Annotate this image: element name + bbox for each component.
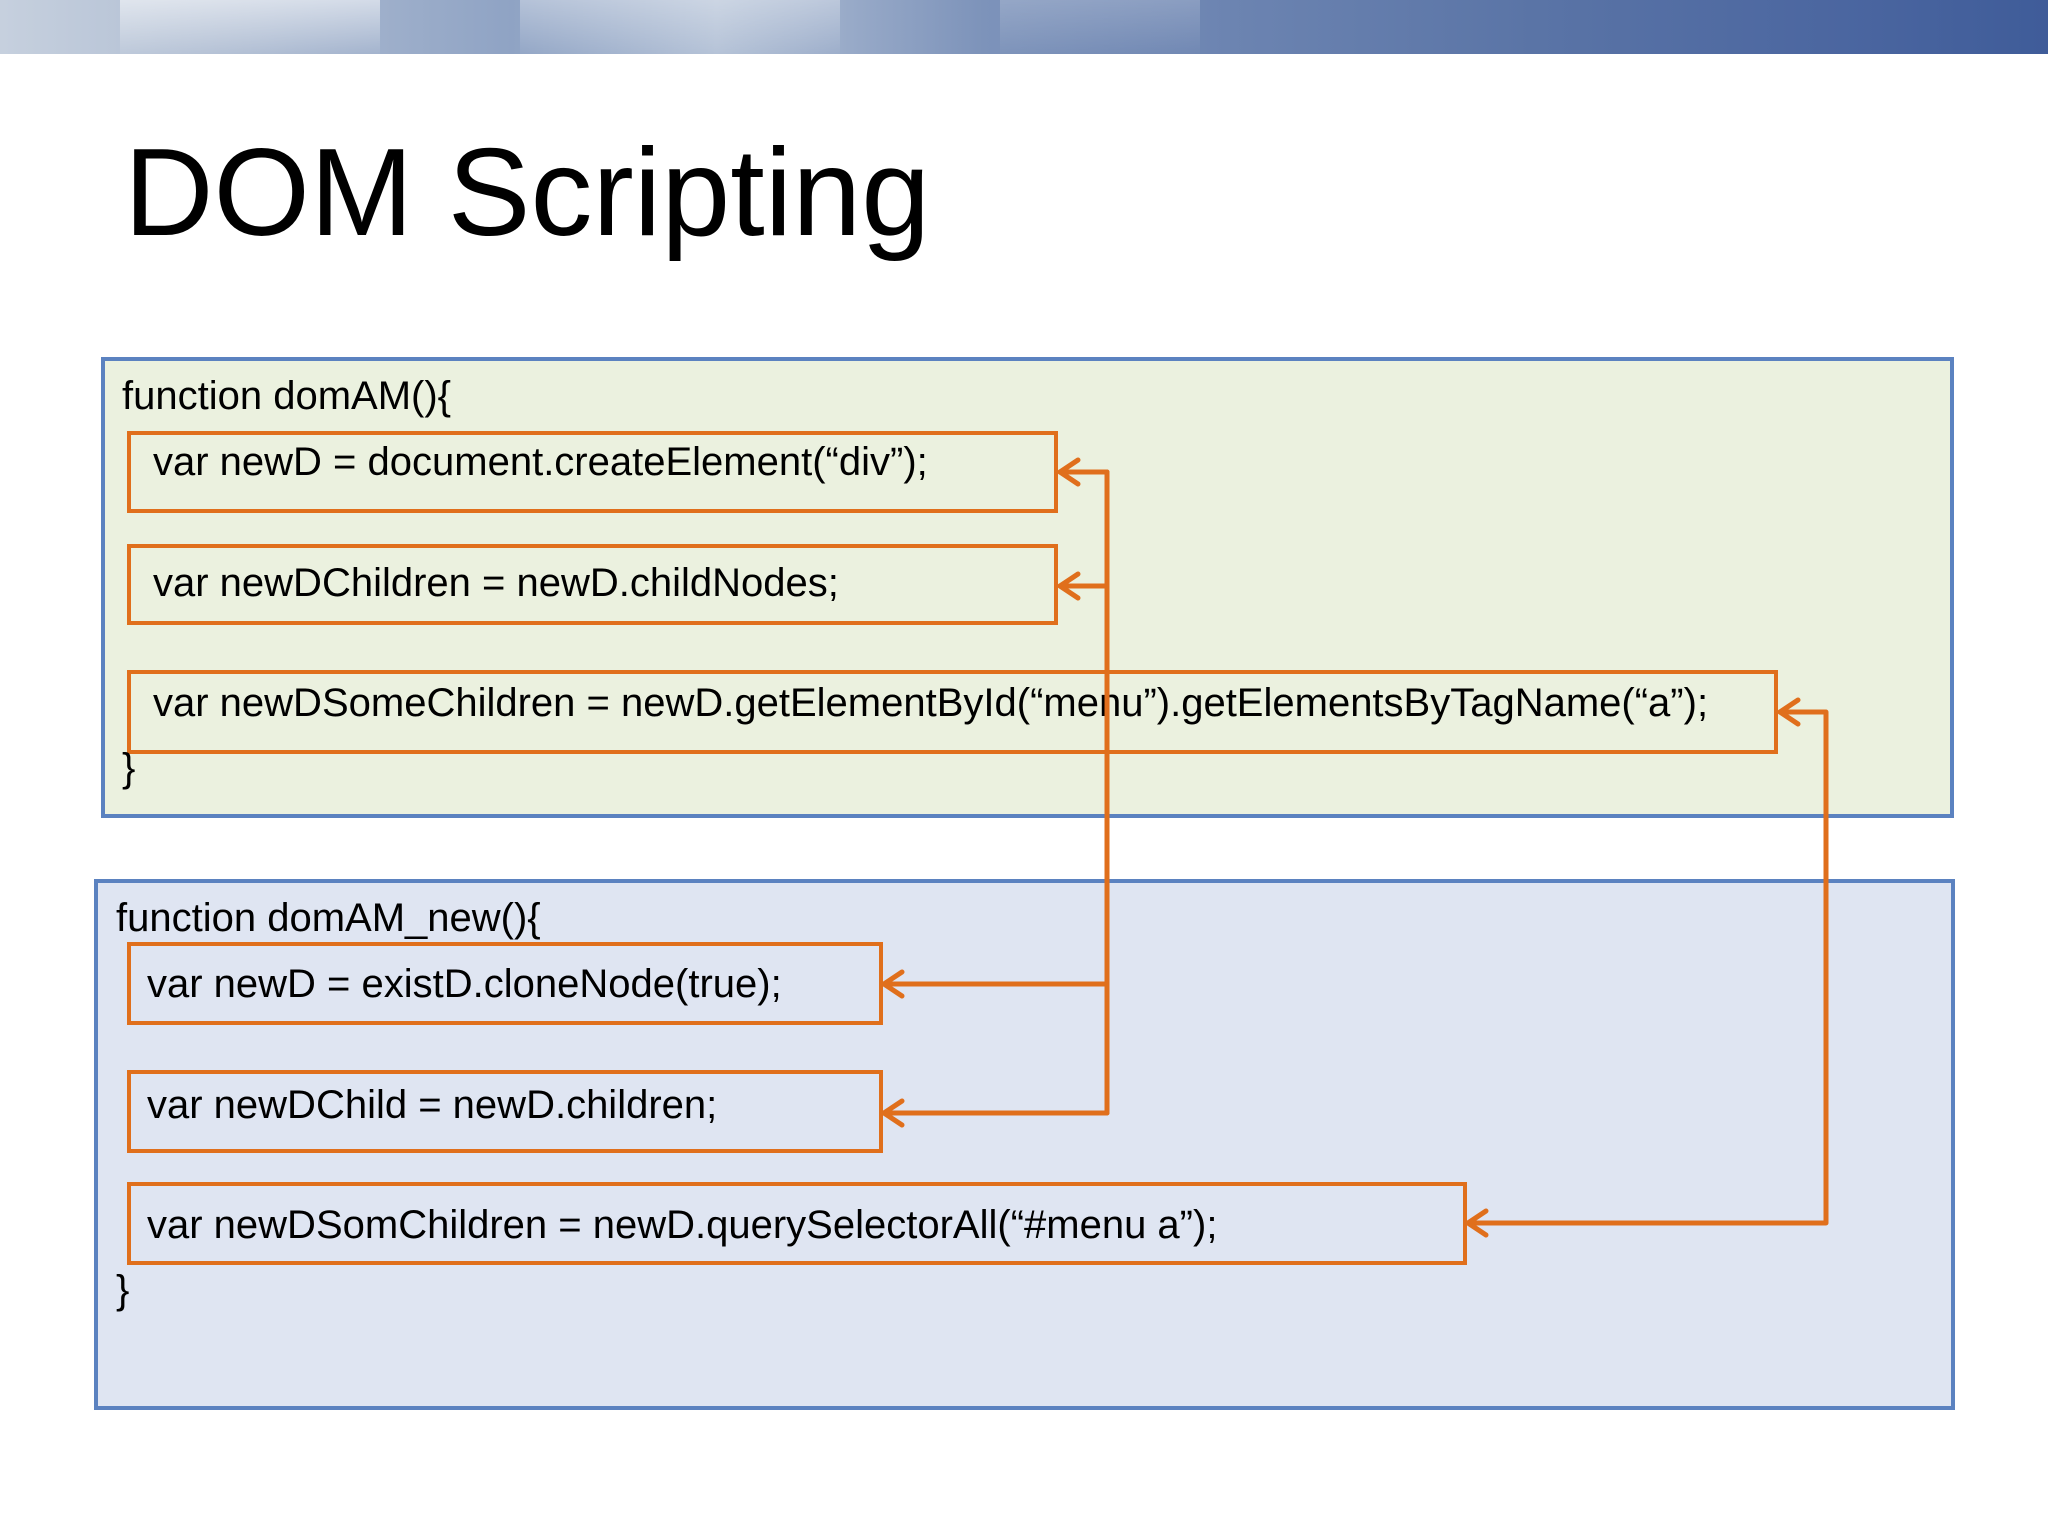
new-statement-clone-node: var newD = existD.cloneNode(true); — [147, 962, 782, 1006]
new-statement-box-query-selector — [127, 1182, 1467, 1265]
banner-highlight — [520, 0, 840, 54]
new-function-closing-brace: } — [116, 1268, 130, 1312]
old-statement-box-create — [127, 431, 1058, 513]
old-statement-box-childnodes — [127, 544, 1058, 625]
new-statement-box-clone — [127, 942, 883, 1025]
old-statement-create-element: var newD = document.createElement(“div”)… — [153, 440, 928, 484]
old-function-header: function domAM(){ — [122, 374, 452, 418]
header-banner — [0, 0, 2048, 54]
old-statement-childnodes: var newDChildren = newD.childNodes; — [153, 561, 839, 605]
new-statement-box-children — [127, 1070, 883, 1153]
old-statement-get-elements: var newDSomeChildren = newD.getElementBy… — [153, 681, 1709, 725]
banner-highlight — [120, 0, 380, 54]
banner-highlight — [1000, 0, 1200, 54]
old-function-closing-brace: } — [122, 746, 136, 790]
new-function-header: function domAM_new(){ — [116, 896, 541, 940]
new-statement-children: var newDChild = newD.children; — [147, 1083, 718, 1127]
slide-title: DOM Scripting — [124, 124, 931, 262]
new-statement-query-selector: var newDSomChildren = newD.querySelector… — [147, 1203, 1218, 1247]
